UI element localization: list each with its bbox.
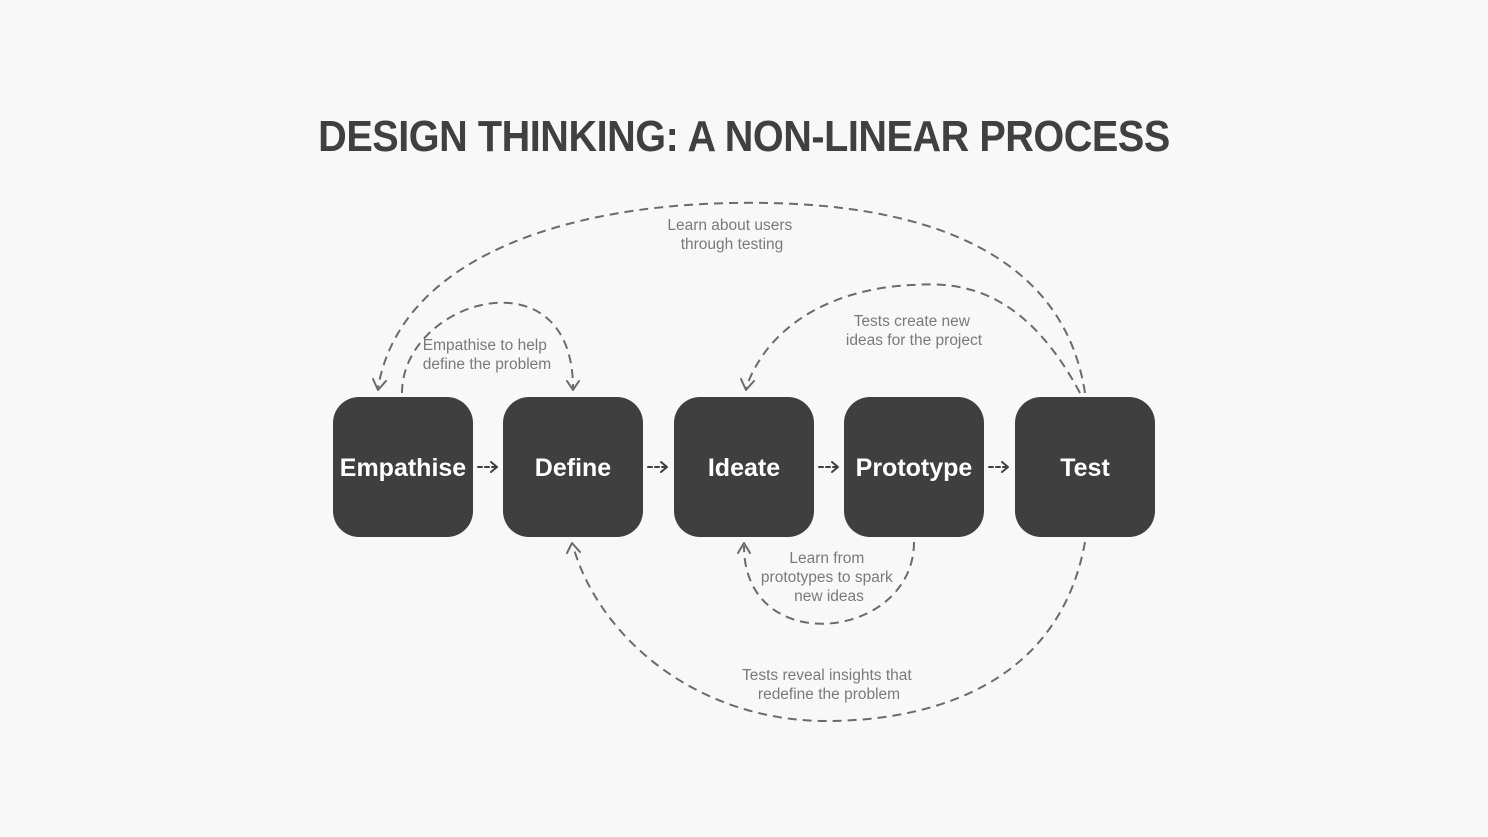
stage-label: Ideate (708, 454, 780, 482)
loop-prototype-ideate: Learn from prototypes to spark new ideas (737, 541, 915, 625)
loop-label: Learn from prototypes to spark new ideas (761, 550, 897, 605)
loop-test-define: Tests reveal insights that redefine the … (566, 541, 1086, 723)
step-arrow-ideate-prototype (818, 461, 839, 473)
loop-test-empathise: Learn about users through testing (372, 201, 1086, 394)
loop-label-line: Tests reveal insights that (742, 667, 912, 684)
stage-label: Test (1060, 454, 1110, 482)
loop-label-line: new ideas (794, 588, 864, 605)
loop-label-line: through testing (681, 236, 784, 253)
stage-box (333, 397, 473, 537)
step-arrow-empathise-define (477, 461, 498, 473)
stage-box (674, 397, 814, 537)
loop-label: Tests create new ideas for the project (846, 313, 983, 349)
stage-label: Empathise (340, 454, 467, 482)
stage-empathise: Empathise (333, 397, 473, 537)
diagram-title: DESIGN THINKING: A NON-LINEAR PROCESS (318, 112, 1170, 161)
loop-label-line: redefine the problem (758, 686, 900, 703)
arrowhead-icon (566, 380, 580, 391)
arrowhead-icon (740, 378, 755, 391)
stage-define: Define (503, 397, 643, 537)
loop-label: Tests reveal insights that redefine the … (742, 667, 916, 703)
stage-box (844, 397, 984, 537)
arrowhead-icon (372, 378, 387, 391)
step-arrow-prototype-test (988, 461, 1009, 473)
loop-label-line: prototypes to spark (761, 569, 893, 586)
step-arrow-define-ideate (647, 461, 668, 473)
stage-label: Define (535, 454, 612, 482)
loop-label-line: Tests create new (854, 313, 971, 330)
loop-label: Empathise to help define the problem (423, 337, 551, 373)
stage-prototype: Prototype (844, 397, 984, 537)
loop-label-line: define the problem (423, 356, 551, 373)
loop-label: Learn about users through testing (667, 217, 796, 253)
loop-empathise-define: Empathise to help define the problem (401, 301, 580, 394)
loop-label-line: Empathise to help (423, 337, 547, 354)
arrowhead-icon (737, 542, 751, 554)
stage-box (1015, 397, 1155, 537)
stage-label: Prototype (856, 454, 973, 482)
arrowhead-icon (566, 542, 581, 554)
stage-box (503, 397, 643, 537)
stage-test: Test (1015, 397, 1155, 537)
loop-label-line: Learn about users (667, 217, 792, 234)
loop-label-line: Learn from (789, 550, 864, 567)
stage-ideate: Ideate (674, 397, 814, 537)
loop-label-line: ideas for the project (846, 332, 983, 349)
loop-test-ideate: Tests create new ideas for the project (740, 283, 1081, 394)
